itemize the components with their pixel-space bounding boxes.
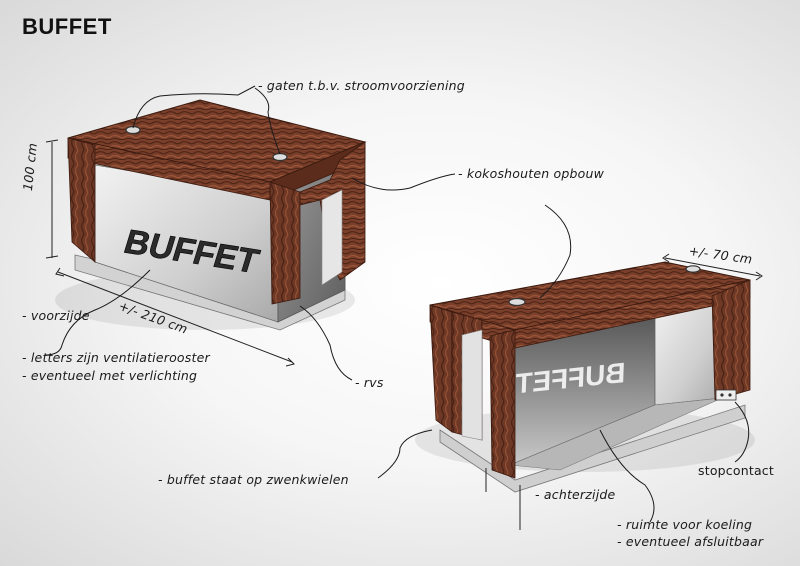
label-letters-1: - letters zijn ventilatierooster — [22, 350, 210, 365]
label-rvs: - rvs — [355, 375, 384, 390]
front-dimensions — [45, 139, 295, 367]
back-dimensions — [485, 253, 763, 530]
label-kokos: - kokoshouten opbouw — [458, 166, 605, 181]
front-buffet: BUFFET — [55, 99, 367, 331]
label-stopcontact: stopcontact — [698, 463, 774, 478]
label-gaten: - gaten t.b.v. stroomvoorziening — [258, 78, 465, 93]
label-wielen: - buffet staat op zwenkwielen — [158, 472, 349, 487]
label-koeling-1: - ruimte voor koeling — [617, 517, 753, 532]
back-buffet: BUFFET — [415, 261, 755, 493]
label-koeling-2: - eventueel afsluitbaar — [617, 534, 764, 549]
label-letters-2: - eventueel met verlichting — [22, 368, 198, 383]
page-title: BUFFET — [22, 14, 112, 39]
leader-lines — [44, 85, 750, 523]
power-socket — [715, 389, 737, 401]
label-voorzijde: - voorzijde — [22, 308, 90, 323]
label-achterzijde: - achterzijde — [535, 487, 616, 502]
